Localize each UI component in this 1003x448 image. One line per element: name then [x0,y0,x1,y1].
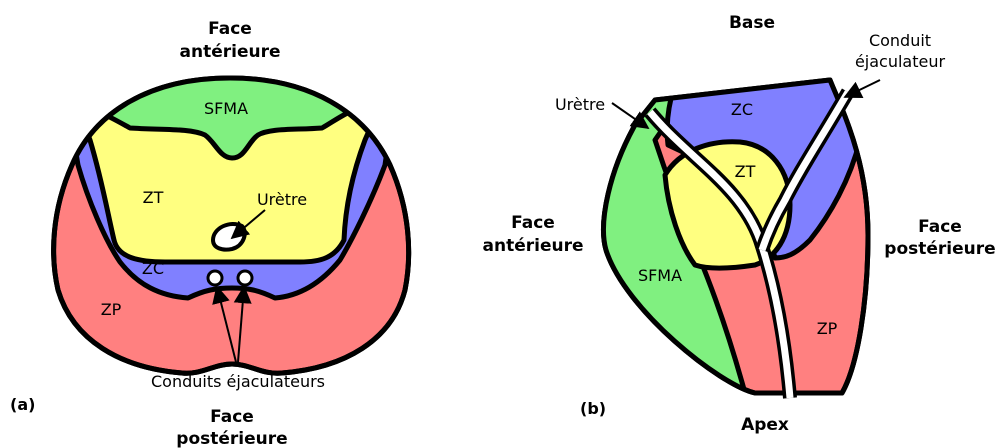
panel-a-ducts-label: Conduits éjaculateurs [151,372,325,391]
panel-a-urethra-label: Urètre [257,190,307,209]
panel-a: Face antérieure SFMA ZT Urètre ZC ZP Con… [10,19,409,448]
panel-a-top-label-1: Face [208,19,252,39]
panel-b-anterior-label-2: antérieure [483,236,584,256]
panel-b-zone-sfma-label: SFMA [638,266,682,285]
panel-b-tag: (b) [580,399,606,418]
panel-a-zone-zt-label: ZT [143,188,164,207]
ejaculatory-duct-right [238,271,252,285]
duct-pointer-b [845,80,880,97]
panel-b-posterior-label-1: Face [918,217,962,237]
panel-a-zone-zp-label: ZP [101,300,122,319]
panel-b: Base Conduit éjaculateur Urètre ZC ZT Fa… [483,13,996,435]
panel-a-top-label-2: antérieure [180,42,281,62]
panel-a-bottom-label-2: postérieure [176,429,287,448]
panel-b-zone-zt-label: ZT [735,162,756,181]
panel-a-zone-zc-label: ZC [142,259,164,278]
urethra-lumen [213,224,245,250]
panel-b-duct-label-2: éjaculateur [855,52,946,71]
prostate-sagittal-section [580,70,880,410]
ejaculatory-duct-left [208,271,222,285]
panel-b-anterior-label-1: Face [511,213,555,233]
panel-a-tag: (a) [10,395,35,414]
panel-b-base-label: Base [729,13,775,33]
zone-zt-sagittal [665,142,790,268]
panel-b-posterior-label-2: postérieure [884,239,995,259]
panel-a-zone-sfma-label: SFMA [204,99,248,118]
panel-b-zone-zc-label: ZC [731,100,753,119]
panel-b-urethra-label: Urètre [555,95,605,114]
panel-b-zone-zp-label: ZP [817,319,838,338]
panel-a-bottom-label-1: Face [210,407,254,427]
prostate-cross-section [54,40,409,373]
panel-b-duct-label-1: Conduit [869,31,931,50]
panel-b-apex-label: Apex [741,415,789,435]
